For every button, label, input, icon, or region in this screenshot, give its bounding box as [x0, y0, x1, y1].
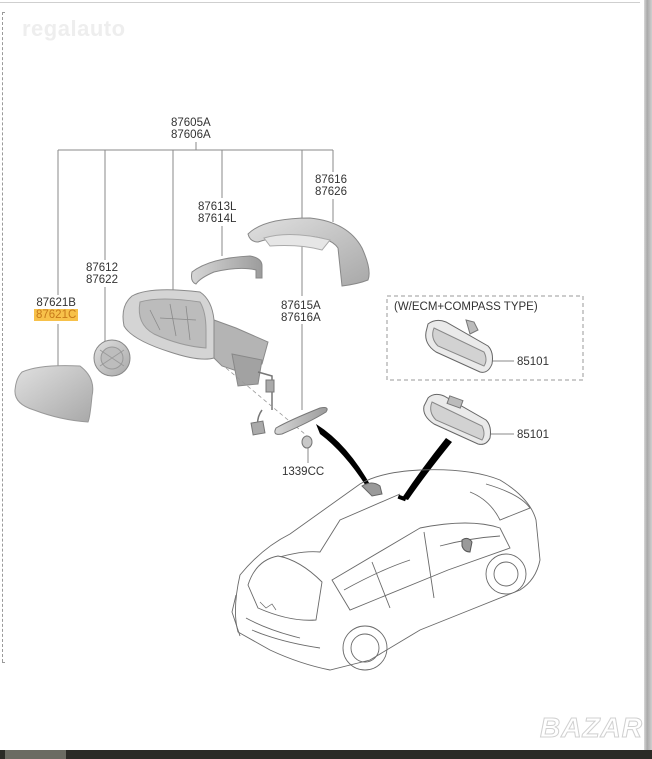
- label-87621C-highlighted[interactable]: 87621C: [34, 309, 79, 321]
- horizontal-scrollbar[interactable]: [0, 750, 652, 759]
- label-87616A[interactable]: 87616A: [281, 312, 321, 324]
- label-87616[interactable]: 87616: [315, 174, 347, 186]
- frame-corner-bottom: [2, 662, 5, 663]
- label-mirror-cover[interactable]: 87616 87626: [315, 174, 347, 198]
- callout-arrow-mirror: [316, 424, 372, 488]
- screw-part: [301, 435, 313, 449]
- label-87605A[interactable]: 87605A: [171, 117, 211, 129]
- actuator-part: [93, 339, 131, 377]
- frame-top-line: [0, 2, 640, 3]
- option-box: [386, 295, 584, 381]
- side-repeater-part: [274, 407, 328, 435]
- frame-corner-top: [2, 12, 5, 13]
- watermark-regalauto: regalauto: [22, 16, 126, 41]
- vehicle-outline: [231, 469, 541, 671]
- label-87626[interactable]: 87626: [315, 186, 347, 198]
- label-85101[interactable]: 85101: [517, 429, 549, 441]
- label-87606A[interactable]: 87606A: [171, 129, 211, 141]
- label-87613L[interactable]: 87613L: [198, 201, 237, 213]
- label-scalp-trim[interactable]: 87613L 87614L: [198, 201, 236, 225]
- label-87621B[interactable]: 87621B: [36, 297, 76, 309]
- label-87612[interactable]: 87612: [86, 262, 118, 274]
- vehicle-mirror-mark: [361, 482, 383, 497]
- label-screw[interactable]: 1339CC: [282, 466, 324, 478]
- inside-mirror-part: [423, 393, 491, 445]
- label-87622[interactable]: 87622: [86, 274, 118, 286]
- mirror-housing-part: [122, 289, 313, 441]
- label-85101-ecm[interactable]: 85101: [517, 356, 549, 368]
- mirror-cover-part: [247, 217, 370, 287]
- vehicle-side-mirror: [461, 537, 473, 553]
- label-mirror-glass[interactable]: 87621B 87621C: [34, 297, 79, 321]
- mirror-glass-part: [14, 365, 94, 423]
- label-inside-mirror[interactable]: 85101: [517, 429, 549, 441]
- scrollbar-thumb[interactable]: [5, 750, 66, 759]
- scalp-trim-part: [191, 255, 263, 285]
- label-87615A[interactable]: 87615A: [281, 300, 321, 312]
- label-actuator[interactable]: 87612 87622: [86, 262, 118, 286]
- vertical-scrollbar[interactable]: [644, 0, 652, 750]
- watermark-bazar: BAZAR: [540, 712, 643, 744]
- label-87614L[interactable]: 87614L: [198, 213, 237, 225]
- label-1339CC[interactable]: 1339CC: [282, 466, 325, 478]
- vehicle-inside-mirror-mark: [397, 494, 407, 502]
- inside-mirror-ecm-part: [425, 319, 493, 373]
- label-side-repeater[interactable]: 87615A 87616A: [281, 300, 321, 324]
- label-assembly[interactable]: 87605A 87606A: [171, 117, 211, 141]
- option-box-title: (W/ECM+COMPASS TYPE): [394, 301, 538, 313]
- callout-arrow-inside-mirror: [402, 438, 452, 500]
- frame-left-dashed-border: [2, 12, 3, 662]
- label-inside-mirror-ecm[interactable]: 85101: [517, 356, 549, 368]
